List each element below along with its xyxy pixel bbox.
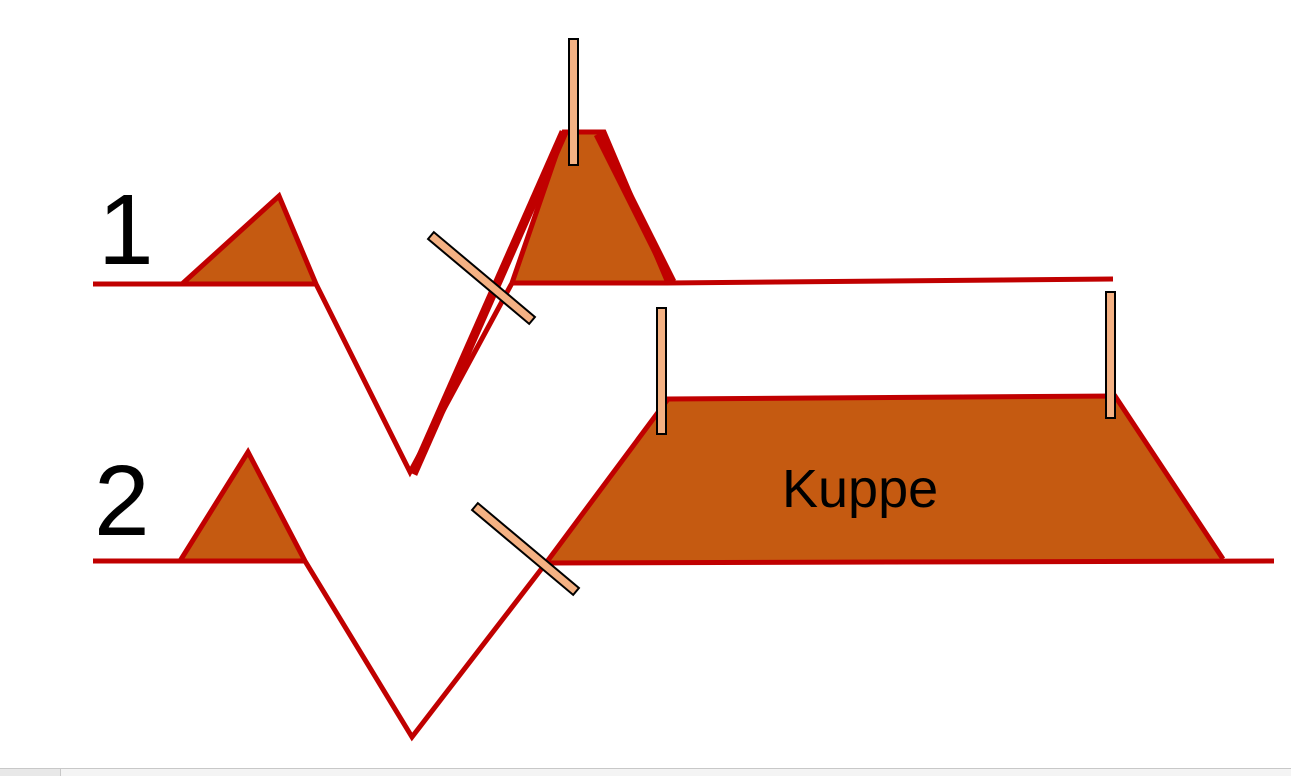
status-bar xyxy=(0,768,1291,776)
status-bar-segment xyxy=(0,769,61,776)
kuppe-label: Kuppe xyxy=(782,459,938,519)
stage-1-thick-slope-left xyxy=(408,130,569,476)
stage-2-right-edge-stake xyxy=(1105,291,1116,419)
stage-2-left-ridge-soil xyxy=(180,452,305,561)
stage-2-ground-line xyxy=(93,393,1226,742)
stakes xyxy=(426,38,1116,597)
stage-2-slope-stake xyxy=(470,501,581,597)
stage-1-profile xyxy=(93,129,1114,478)
stage-1-peak-stake xyxy=(568,38,579,166)
stage-1-left-ridge-soil xyxy=(182,196,316,284)
stage-2-kuppe-soil xyxy=(546,396,1223,563)
stage-2-profile xyxy=(93,393,1275,742)
stage-1-thick-slope-right xyxy=(593,131,677,285)
stage-1-slope-stake xyxy=(426,230,537,326)
stage-2-number: 2 xyxy=(94,445,150,557)
stage-2-left-edge-stake xyxy=(656,307,667,435)
stage-1-number: 1 xyxy=(98,174,154,286)
stage-2-base-line xyxy=(545,558,1275,566)
